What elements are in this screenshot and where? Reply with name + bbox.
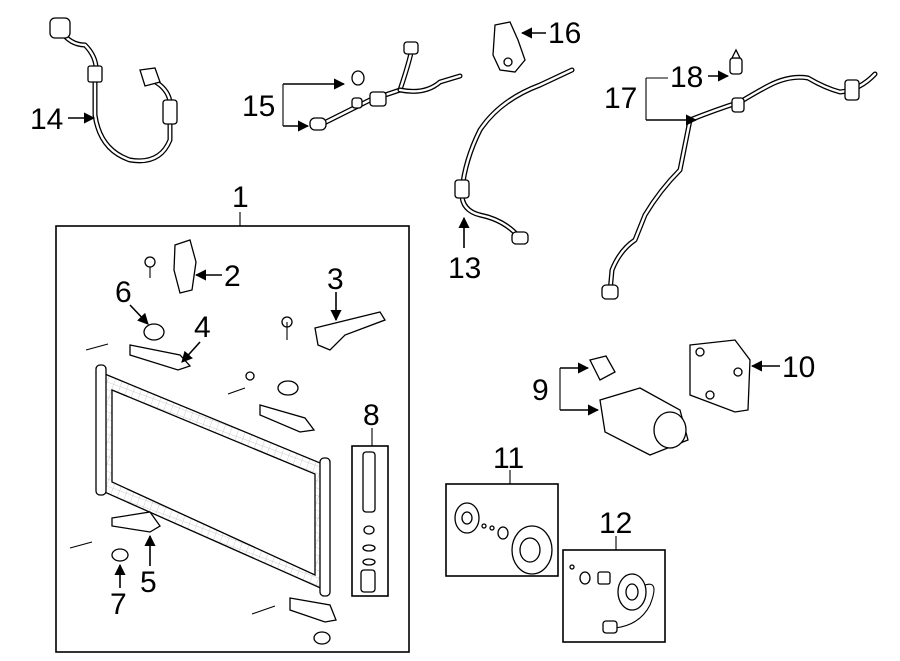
receiver-drier-kit-8 bbox=[351, 445, 389, 597]
coil-12 bbox=[569, 564, 655, 634]
bracket-5 bbox=[69, 511, 161, 549]
callout-12: 12 bbox=[599, 507, 632, 540]
insulator-7 bbox=[111, 548, 129, 562]
callout-6: 6 bbox=[115, 276, 132, 309]
callout-13: 13 bbox=[448, 252, 481, 285]
callout-8: 8 bbox=[363, 399, 380, 432]
callout-15: 15 bbox=[242, 90, 275, 123]
callout-1: 1 bbox=[232, 181, 249, 214]
callout-5: 5 bbox=[140, 566, 157, 599]
callout-4-arrow bbox=[181, 341, 201, 363]
bracket-4 bbox=[85, 343, 192, 371]
compressor-9 bbox=[589, 355, 689, 456]
insulator-6 bbox=[143, 323, 165, 341]
callout-2: 2 bbox=[224, 260, 241, 293]
compressor-bracket-10 bbox=[689, 339, 751, 413]
clutch-11 bbox=[454, 502, 553, 575]
clutch-kit-box-11 bbox=[445, 483, 559, 577]
callout-9: 9 bbox=[532, 374, 549, 407]
callout-10: 10 bbox=[782, 351, 815, 384]
callout-17: 17 bbox=[604, 82, 637, 115]
hose-15 bbox=[309, 41, 463, 131]
mount-bracket-bottom bbox=[251, 597, 337, 645]
bracket-3 bbox=[281, 311, 386, 351]
condenser-1 bbox=[95, 364, 331, 597]
clamp-16 bbox=[492, 21, 526, 73]
coil-kit-box-12 bbox=[562, 549, 666, 643]
callout-18: 18 bbox=[670, 61, 703, 94]
drier-parts-8 bbox=[360, 451, 376, 593]
callout-7: 7 bbox=[110, 588, 127, 621]
callout-14: 14 bbox=[30, 103, 63, 136]
callout-3: 3 bbox=[327, 263, 344, 296]
hose-17 bbox=[601, 71, 878, 300]
sensor-18 bbox=[729, 48, 743, 75]
callout-6-arrow bbox=[129, 304, 149, 325]
mount-bracket-right bbox=[227, 371, 316, 433]
callout-4: 4 bbox=[194, 311, 211, 344]
bracket-2 bbox=[144, 239, 197, 294]
condenser-assembly-box bbox=[55, 225, 410, 653]
hose-14 bbox=[49, 17, 178, 164]
callout-16: 16 bbox=[548, 17, 581, 50]
callout-11: 11 bbox=[493, 442, 524, 475]
hose-13 bbox=[454, 67, 575, 245]
